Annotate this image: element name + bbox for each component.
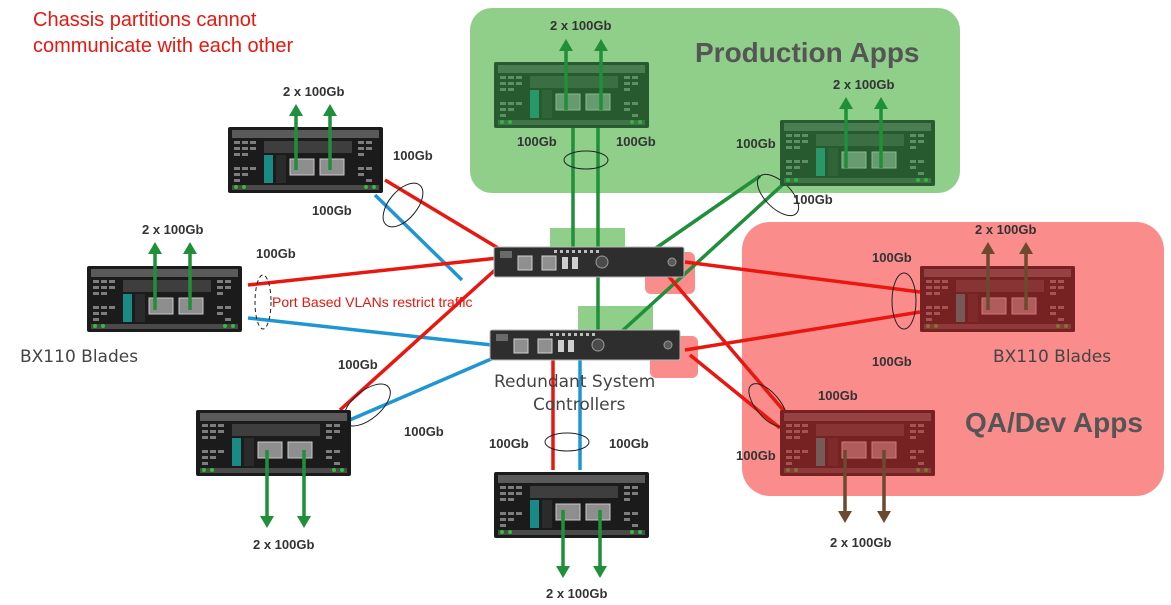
uplink-label: 2 x 100Gb bbox=[830, 535, 891, 550]
system-controller-2 bbox=[489, 329, 681, 361]
qa-tint bbox=[780, 410, 935, 476]
controller-1-green-tab bbox=[550, 228, 625, 248]
uplink-label: 2 x 100Gb bbox=[283, 84, 344, 99]
blade-chassis-bottom-center bbox=[493, 471, 650, 539]
blue-link bbox=[247, 316, 493, 347]
red-link bbox=[688, 353, 782, 430]
qa-dev-zone-title: QA/Dev Apps bbox=[965, 407, 1143, 438]
link-label: 100Gb bbox=[872, 354, 912, 369]
link-label: 100Gb bbox=[489, 436, 529, 451]
link-label: 100Gb bbox=[404, 424, 444, 439]
uplink-label: 2 x 100Gb bbox=[546, 586, 607, 601]
link-label: 100Gb bbox=[872, 250, 912, 265]
controller-2-green-tab bbox=[578, 306, 653, 330]
uplink-label: 2 x 100Gb bbox=[833, 77, 894, 92]
link-label: 100Gb bbox=[736, 448, 776, 463]
controllers-label-line2: Controllers bbox=[533, 395, 626, 415]
green-link bbox=[655, 174, 761, 250]
vlan-note: Port Based VLANs restrict traffic bbox=[272, 294, 472, 310]
link-label: 100Gb bbox=[338, 357, 378, 372]
link-label: 100Gb bbox=[393, 148, 433, 163]
link-label: 100Gb bbox=[736, 136, 776, 151]
uplink-label: 2 x 100Gb bbox=[253, 537, 314, 552]
production-zone-title: Production Apps bbox=[695, 37, 920, 68]
qa-tint bbox=[920, 266, 1075, 332]
link-label: 100Gb bbox=[616, 134, 656, 149]
link-label: 100Gb bbox=[256, 246, 296, 261]
blade-chassis-left-bottom bbox=[195, 409, 352, 477]
red-link bbox=[684, 260, 921, 294]
red-link bbox=[338, 268, 497, 412]
link-label: 100Gb bbox=[312, 203, 352, 218]
production-tint bbox=[780, 120, 935, 186]
uplink-label: 2 x 100Gb bbox=[142, 222, 203, 237]
red-link bbox=[384, 178, 499, 250]
red-link bbox=[247, 256, 499, 287]
uplink-label: 2 x 100Gb bbox=[550, 18, 611, 33]
green-link bbox=[618, 176, 792, 335]
system-controller-1 bbox=[493, 246, 685, 278]
blades-label-left: BX110 Blades bbox=[20, 347, 138, 367]
partition-note-line1: Chassis partitions cannot bbox=[33, 9, 257, 31]
link-bundle-ring bbox=[254, 274, 272, 330]
link-label: 100Gb bbox=[517, 134, 557, 149]
partition-note-line2: communicate with each other bbox=[33, 35, 293, 57]
uplink-label: 2 x 100Gb bbox=[975, 222, 1036, 237]
blade-chassis-left-middle bbox=[86, 265, 243, 333]
red-link bbox=[663, 270, 792, 420]
link-bundle-ring bbox=[563, 150, 609, 170]
production-tint bbox=[494, 62, 649, 128]
link-bundle-ring bbox=[891, 272, 917, 330]
link-label: 100Gb bbox=[818, 388, 858, 403]
blade-chassis-left-top bbox=[227, 126, 384, 194]
blue-link bbox=[373, 193, 464, 282]
blades-label-right: BX110 Blades bbox=[993, 347, 1111, 367]
link-label: 100Gb bbox=[609, 436, 649, 451]
link-bundle-ring bbox=[544, 432, 590, 452]
controllers-label-line1: Redundant System bbox=[494, 372, 655, 392]
blue-link bbox=[344, 348, 513, 424]
link-label: 100Gb bbox=[793, 192, 833, 207]
link-bundle-ring bbox=[382, 182, 424, 228]
